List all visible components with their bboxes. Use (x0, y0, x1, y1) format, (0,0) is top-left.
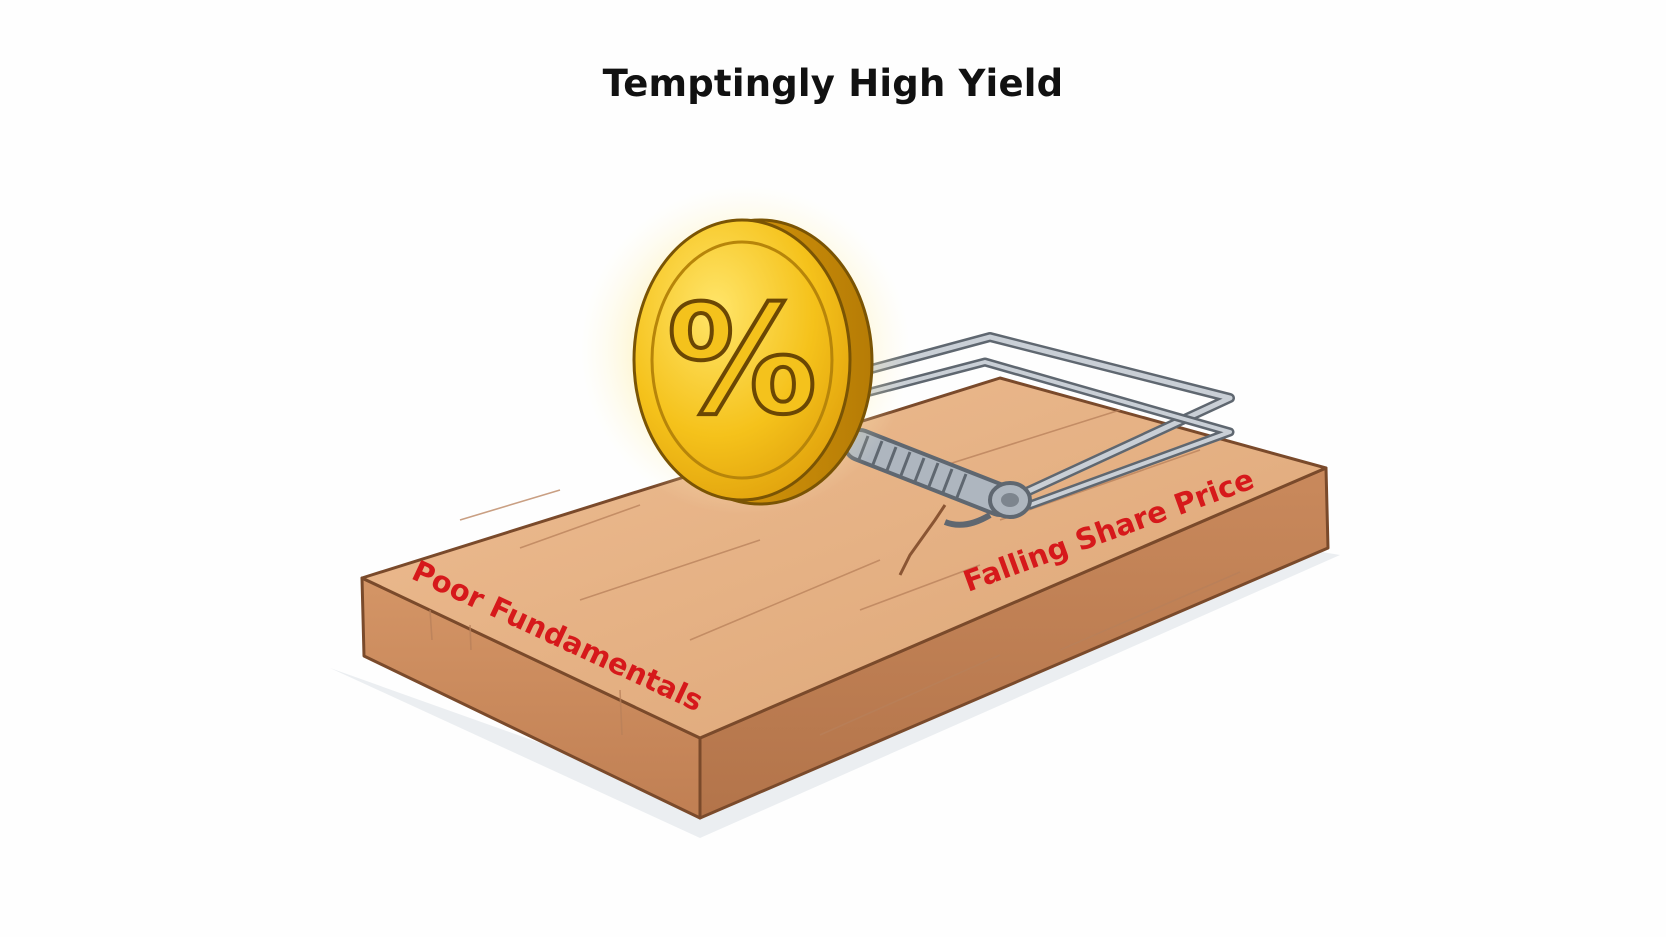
percent-coin-icon: % (632, 218, 874, 506)
trap-spring (843, 428, 1032, 528)
coin-symbol: % (667, 274, 817, 448)
trap-bail-wire (855, 332, 1235, 510)
trap-shadow (330, 540, 1340, 838)
trap-groove (898, 504, 947, 576)
headline-title: Temptingly High Yield (602, 62, 1064, 105)
wood-grain (429, 409, 1241, 736)
